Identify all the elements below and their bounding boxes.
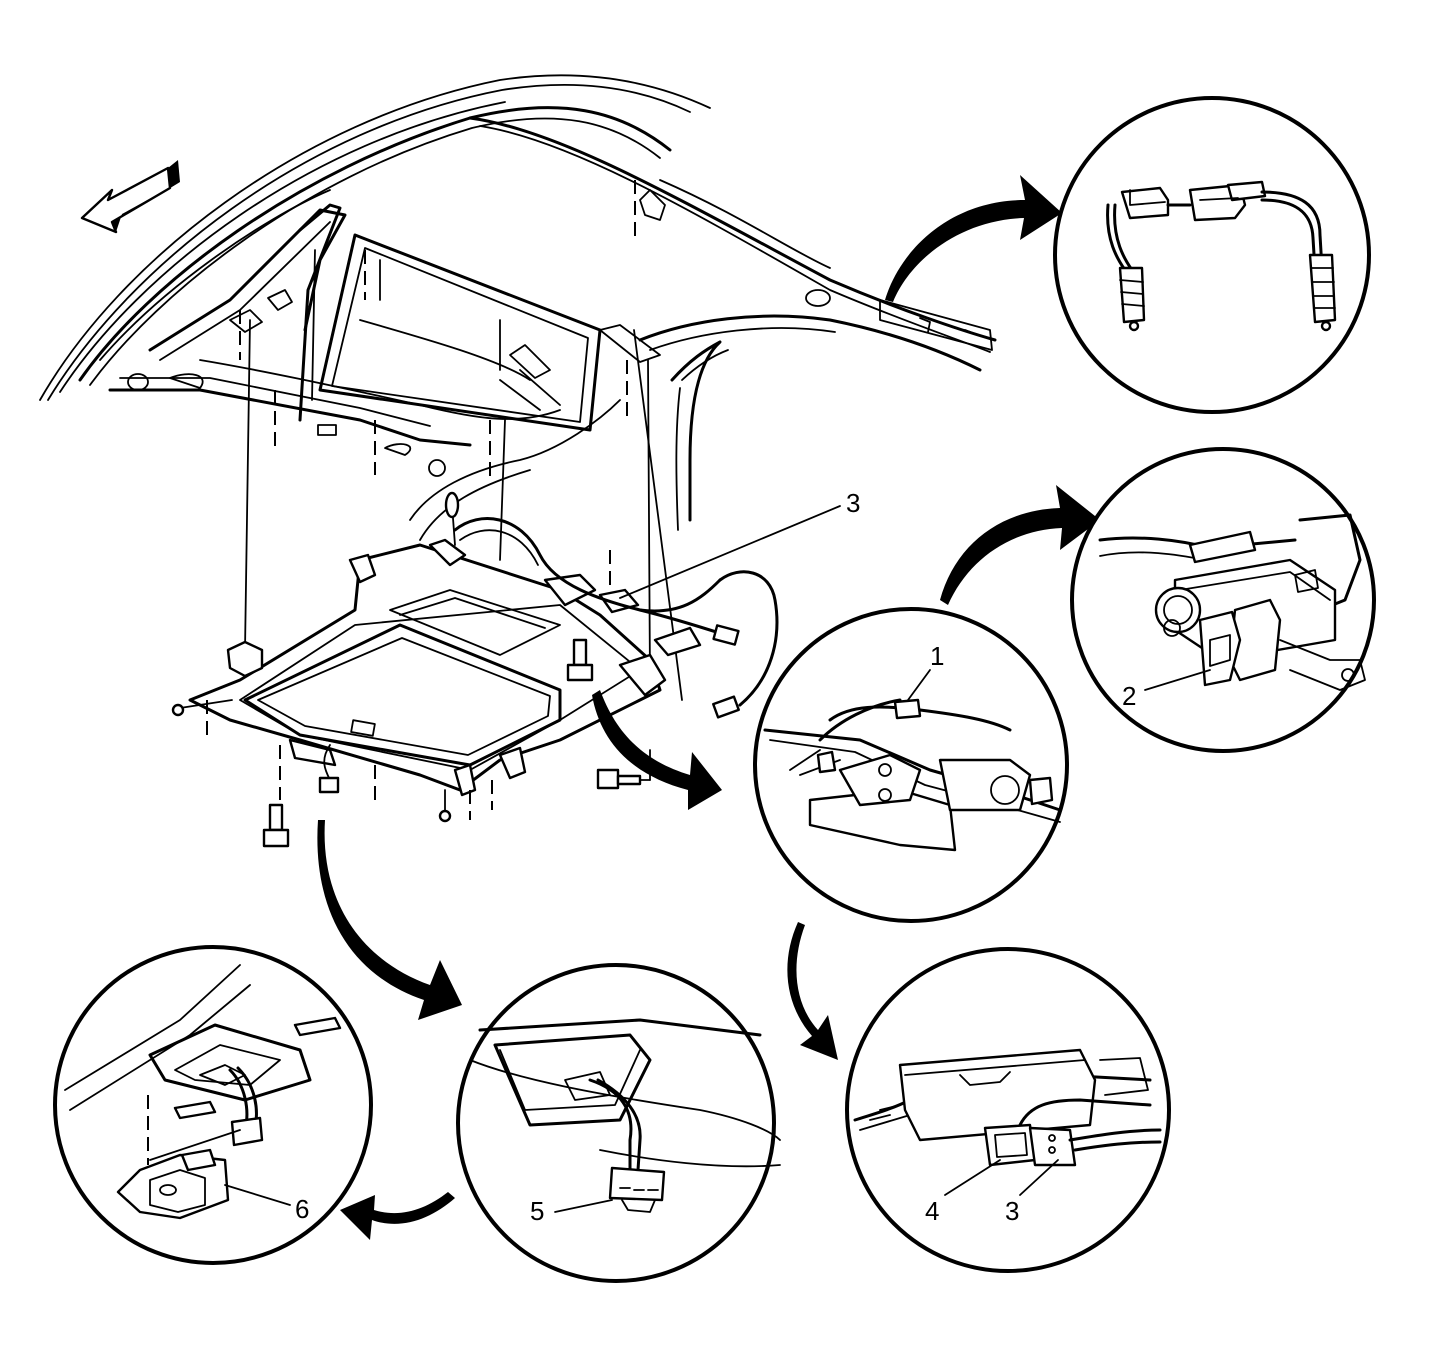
alignment-lines — [239, 180, 683, 701]
curved-arrow-to-motor-detail-icon — [940, 485, 1100, 605]
frame-wiring-harness — [318, 505, 841, 794]
detail-headliner-harness — [456, 963, 781, 1283]
curved-arrow-to-switch-connector-detail-icon — [317, 820, 462, 1020]
curved-arrow-to-switch-detail-icon — [340, 1192, 455, 1240]
bolt-right-icon — [596, 749, 651, 790]
detail-module-connectors — [845, 947, 1171, 1273]
curved-arrow-to-connector-detail-icon — [885, 175, 1062, 302]
detail-sunroof-motor — [1070, 447, 1376, 753]
callout-detail-1: 1 — [930, 641, 944, 671]
detail-motor-harness — [753, 607, 1069, 923]
detail-sunroof-switch — [53, 945, 373, 1265]
bolts — [262, 638, 651, 848]
callout-detail-2: 2 — [1122, 681, 1136, 711]
callout-detail-5: 5 — [530, 1196, 544, 1226]
callout-detail-6: 6 — [295, 1194, 309, 1224]
detail-arrows — [317, 175, 1100, 1240]
bolt-center-icon — [566, 638, 594, 682]
callout-detail-4: 4 — [925, 1196, 939, 1226]
detail-harness-connector — [1053, 96, 1371, 414]
roof-body-structure — [39, 74, 997, 541]
curved-arrow-to-motor-wiring-detail-icon — [592, 690, 722, 810]
callout-detail-3: 3 — [1005, 1196, 1019, 1226]
sunroof-module-frame — [171, 491, 702, 823]
front-direction-arrow-icon — [80, 160, 180, 234]
curved-arrow-to-module-connector-detail-icon — [787, 922, 838, 1060]
callout-main-3: 3 — [846, 488, 860, 518]
bolt-left-icon — [262, 803, 290, 848]
